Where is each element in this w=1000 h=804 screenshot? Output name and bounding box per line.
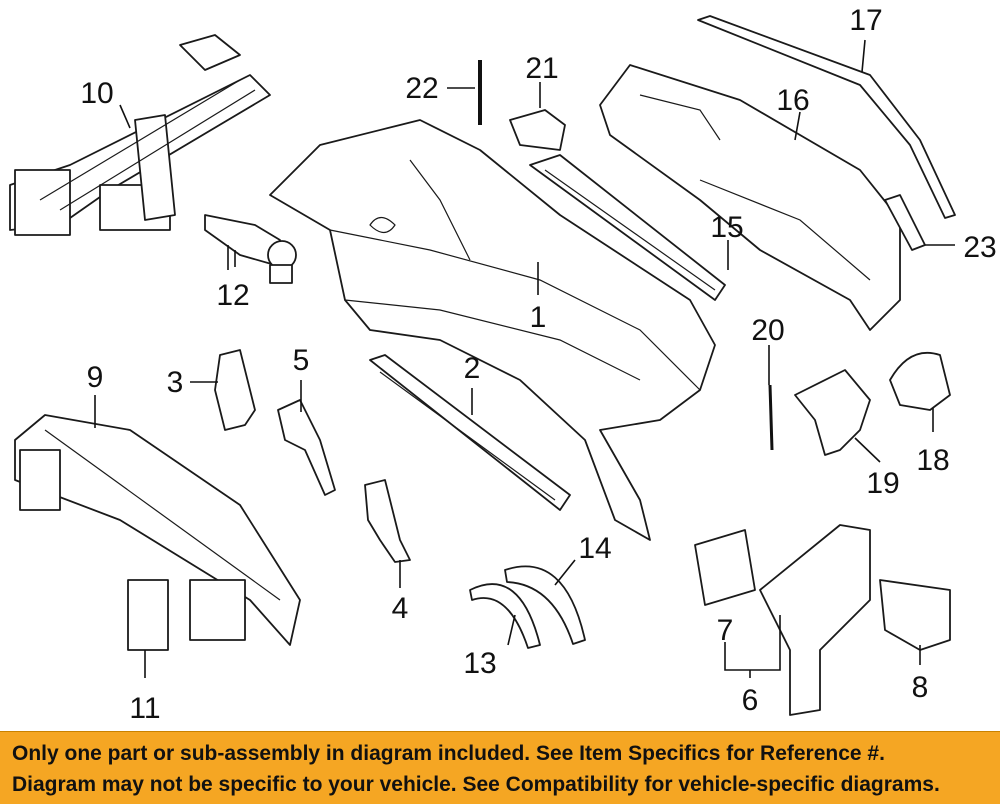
part-8-bracket — [879, 579, 951, 651]
callout-10: 10 — [80, 77, 113, 110]
disclaimer-line-2: Diagram may not be specific to your vehi… — [12, 773, 940, 796]
callout-18: 18 — [916, 444, 949, 477]
part-16-lower-valance — [599, 64, 901, 331]
callout-9: 9 — [87, 361, 104, 394]
part-17-trim-strip — [697, 15, 956, 219]
disclaimer-line-1: Only one part or sub-assembly in diagram… — [12, 742, 885, 765]
callout-15: 15 — [710, 211, 743, 244]
part-4-bracket — [364, 479, 411, 563]
callout-4: 4 — [392, 592, 409, 625]
callout-21: 21 — [525, 52, 558, 85]
part-15-absorber — [529, 154, 726, 301]
part-6-side-bracket — [759, 524, 871, 716]
callout-16: 16 — [776, 84, 809, 117]
callout-12: 12 — [216, 279, 249, 312]
callout-2: 2 — [464, 352, 481, 385]
part-5-bracket — [277, 399, 336, 496]
part-7-license-plate — [694, 529, 756, 606]
callout-13: 13 — [463, 647, 496, 680]
parts-diagram: 1 2 3 4 5 6 7 8 9 10 11 12 13 14 15 16 1… — [9, 4, 997, 725]
callout-19: 19 — [866, 467, 899, 500]
leader-lines — [94, 39, 955, 678]
part-2-reinforcement — [369, 354, 571, 511]
callout-6: 6 — [742, 684, 759, 717]
callout-1: 1 — [530, 301, 547, 334]
callout-20: 20 — [751, 314, 784, 347]
part-11-plate — [127, 579, 169, 651]
part-9-impact-bar — [14, 414, 301, 646]
part-3-bracket — [214, 349, 256, 431]
callout-23: 23 — [963, 231, 996, 264]
callout-11: 11 — [129, 692, 160, 725]
part-12-ball-mount — [204, 214, 297, 284]
callout-14: 14 — [578, 532, 611, 565]
part-10-trailer-hitch — [9, 34, 271, 236]
part-20-bolt — [768, 384, 774, 451]
part-18-sensor-housing — [889, 351, 951, 411]
callout-7: 7 — [717, 614, 734, 647]
part-14-arch-liner — [504, 565, 586, 645]
disclaimer-banner: Only one part or sub-assembly in diagram… — [0, 731, 1000, 804]
part-13-arch-liner — [469, 583, 541, 649]
part-21-bracket — [509, 109, 566, 151]
callout-8: 8 — [912, 671, 929, 704]
callout-22: 22 — [405, 72, 438, 105]
part-19-bracket — [794, 369, 871, 456]
part-1-bumper-cover — [269, 119, 716, 541]
callout-3: 3 — [167, 366, 184, 399]
callout-17: 17 — [849, 4, 882, 37]
callout-labels: 1 2 3 4 5 6 7 8 9 10 11 12 13 14 15 16 1… — [80, 4, 996, 725]
callout-5: 5 — [293, 344, 310, 377]
